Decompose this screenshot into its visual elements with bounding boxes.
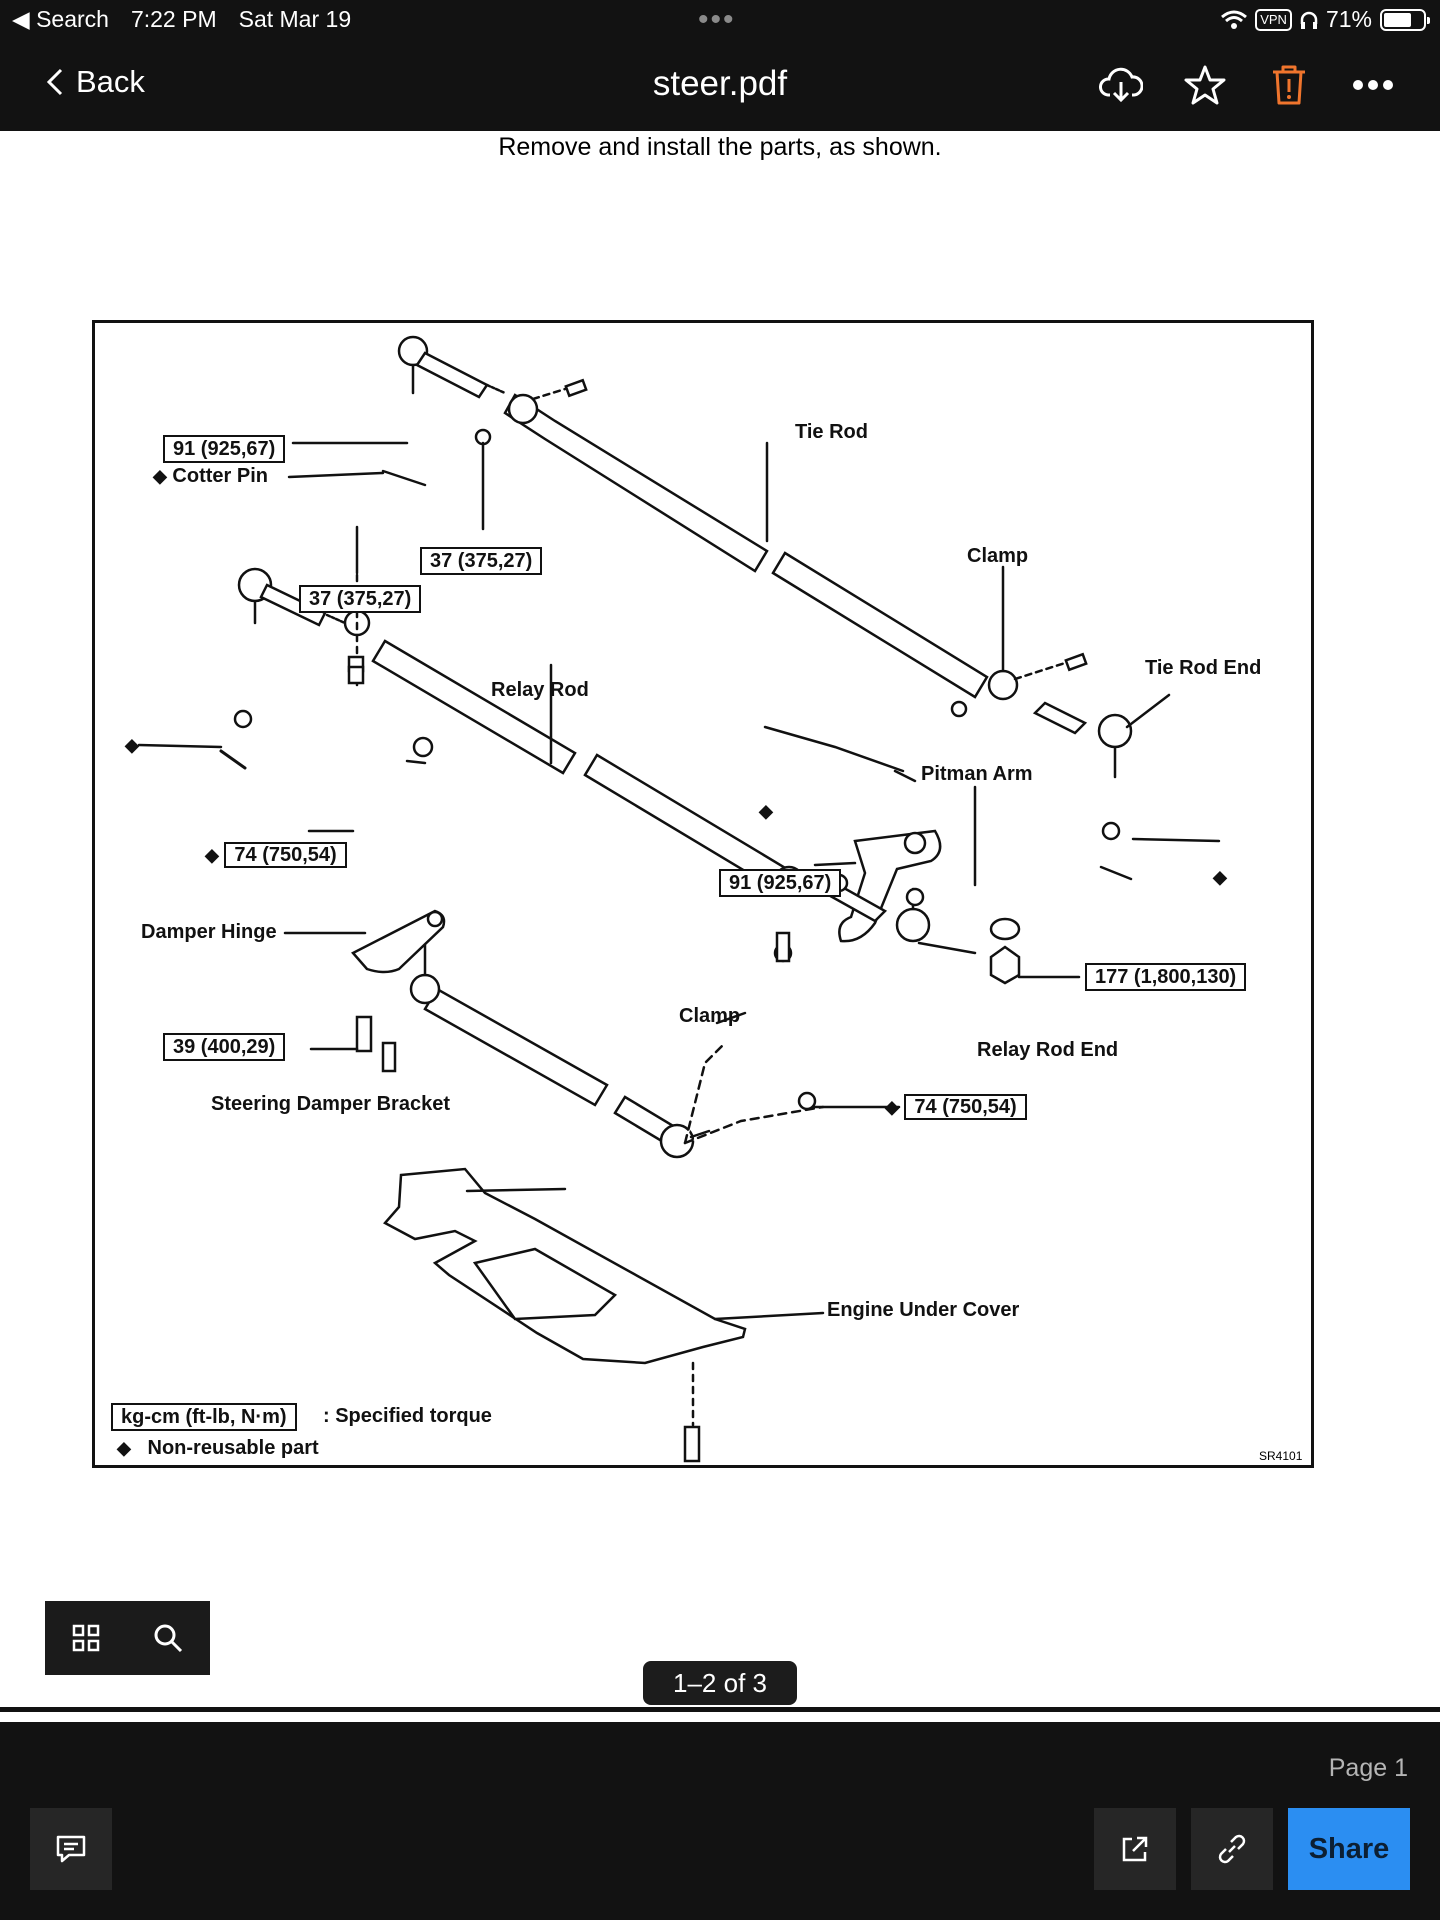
grid-icon[interactable] (72, 1624, 100, 1652)
relay-rod-label: Relay Rod (491, 679, 589, 701)
cotter-pin-label: ◆ Cotter Pin (153, 465, 268, 488)
clamp-bottom-label: Clamp (679, 1005, 741, 1027)
exploded-diagram: 91 (925,67) ◆ Cotter Pin 37 (375,27) 37 … (92, 320, 1314, 1468)
page-indicator: 1–2 of 3 (643, 1661, 797, 1705)
share-button[interactable]: Share (1288, 1808, 1410, 1890)
tie-rod-left (503, 393, 769, 573)
vpn-badge: VPN (1255, 8, 1292, 31)
more-button[interactable] (1350, 62, 1396, 108)
torque-label-3: 37 (375,27) (299, 585, 422, 613)
torque-label-8-wrap: ◆ 74 (750,54) (885, 1094, 1027, 1120)
comment-button[interactable] (30, 1808, 112, 1890)
non-reusable-marker-3: ◆ (1213, 867, 1227, 887)
open-external-icon (1122, 1836, 1148, 1862)
battery-icon (1380, 8, 1430, 31)
torque-label-5: 91 (925,67) (719, 869, 842, 897)
search-icon[interactable] (153, 1623, 183, 1653)
status-date: Sat Mar 19 (238, 6, 352, 32)
tie-rod-label: Tie Rod (795, 421, 868, 443)
battery-percent: 71% (1325, 6, 1372, 32)
back-label: Back (76, 64, 145, 99)
back-button[interactable]: Back (46, 64, 145, 100)
divider (0, 1707, 1440, 1712)
torque-label-2: 37 (375,27) (420, 547, 543, 575)
figure-code: SR4101 (1259, 1449, 1303, 1463)
legend-non-reusable-text: Non-reusable part (147, 1437, 319, 1459)
wifi-icon (1221, 10, 1248, 29)
engine-under-cover-label: Engine Under Cover (827, 1299, 1020, 1321)
relay-rod-end-ball (895, 907, 931, 943)
diagram-drawing (137, 335, 1221, 1463)
steering-damper-body (423, 987, 609, 1107)
torque-label-4-wrap: ◆ 74 (750,54) (205, 842, 347, 868)
tie-rod-end-right-ball (1097, 713, 1133, 749)
favorite-button[interactable] (1182, 62, 1228, 108)
steering-damper-bracket-label: Steering Damper Bracket (211, 1093, 450, 1115)
non-reusable-diamond-icon: ◆ (153, 466, 167, 486)
clamp-top-label: Clamp (967, 545, 1029, 567)
cloud-download-icon (1099, 67, 1143, 103)
relay-rod-left (371, 639, 577, 775)
clamp-top-left (507, 393, 539, 425)
tie-rod-end-label: Tie Rod End (1145, 657, 1262, 679)
legend-torque-text: : Specified torque (323, 1405, 492, 1427)
non-reusable-diamond-icon: ◆ (117, 1438, 131, 1458)
status-back-app[interactable]: ◀ Search (12, 6, 109, 32)
more-icon (1353, 80, 1393, 90)
bottom-bar: Page 1 Share (0, 1722, 1440, 1920)
star-icon (1184, 65, 1226, 105)
multitask-dots-icon[interactable]: ••• (698, 3, 736, 36)
torque-label-4: 74 (750,54) (224, 842, 347, 868)
relay-rod-end-label: Relay Rod End (977, 1039, 1119, 1061)
torque-label-7: 39 (400,29) (163, 1033, 286, 1061)
tie-rod-right (771, 551, 989, 699)
torque-label-1: 91 (925,67) (163, 435, 286, 463)
legend-torque-box: kg-cm (ft-lb, N·m) (111, 1403, 297, 1431)
torque-label-6: 177 (1,800,130) (1085, 963, 1247, 991)
page-tools (45, 1601, 210, 1675)
status-time: 7:22 PM (130, 6, 217, 32)
status-bar: ◀ Search 7:22 PM Sat Mar 19 ••• VPN 71% (0, 0, 1440, 40)
nav-bar: Back steer.pdf (0, 56, 1440, 116)
headphones-icon (1300, 11, 1318, 29)
damper-hinge-label: Damper Hinge (141, 921, 277, 943)
copy-link-button[interactable] (1191, 1808, 1273, 1890)
torque-label-8: 74 (750,54) (904, 1094, 1027, 1120)
top-bar: ◀ Search 7:22 PM Sat Mar 19 ••• VPN 71% … (0, 0, 1440, 131)
non-reusable-marker-1: ◆ (125, 735, 139, 755)
cotter-pin-text: Cotter Pin (172, 465, 268, 487)
comment-icon (56, 1835, 86, 1863)
link-icon (1218, 1834, 1246, 1864)
non-reusable-diamond-icon: ◆ (885, 1097, 899, 1117)
chevron-left-icon (46, 68, 63, 96)
status-back-app-label: Search (36, 6, 109, 32)
page-label: Page 1 (1328, 1754, 1408, 1782)
open-external-button[interactable] (1094, 1808, 1176, 1890)
page-caption: Remove and install the parts, as shown. (498, 133, 942, 161)
non-reusable-marker-2: ◆ (759, 801, 773, 821)
delete-button[interactable] (1266, 62, 1312, 108)
download-button[interactable] (1098, 62, 1144, 108)
legend-non-reusable: ◆ Non-reusable part (117, 1437, 319, 1460)
non-reusable-diamond-icon: ◆ (205, 845, 219, 865)
pitman-arm-label: Pitman Arm (921, 763, 1033, 785)
trash-icon (1273, 65, 1305, 105)
